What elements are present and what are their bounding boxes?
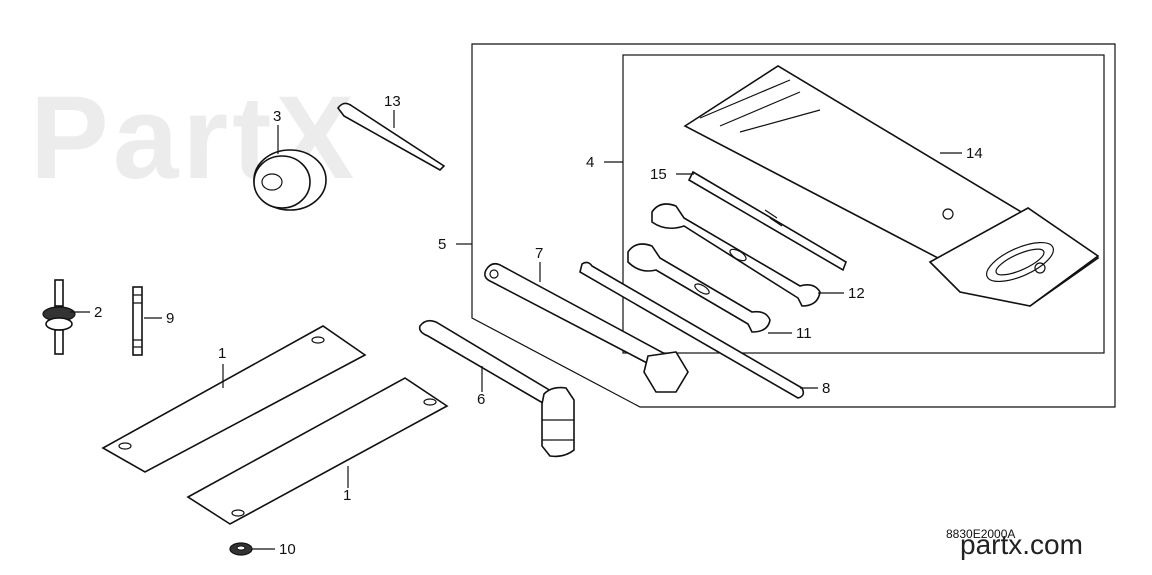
box-spanner — [484, 262, 689, 393]
tool-bag-outline — [622, 54, 1105, 354]
tool-bag — [683, 65, 1100, 307]
callout-1-lower: 1 — [343, 487, 351, 504]
callout-14: 14 — [966, 145, 983, 162]
callout-1-upper: 1 — [218, 345, 226, 362]
callout-13: 13 — [384, 93, 401, 110]
callout-7: 7 — [535, 245, 543, 262]
callout-3: 3 — [273, 108, 281, 125]
plug-wrench — [418, 319, 575, 458]
brand-logo: partx.com — [960, 529, 1083, 560]
washer — [229, 542, 253, 556]
callout-5: 5 — [438, 236, 446, 253]
drawing-code: 8830E2000A — [946, 527, 1015, 541]
callout-10: 10 — [279, 541, 296, 558]
screwdriver — [687, 170, 847, 272]
callout-11: 11 — [796, 325, 812, 342]
callout-6: 6 — [477, 391, 485, 408]
wrench-small — [627, 243, 771, 333]
rubber-mount-stud — [42, 279, 76, 355]
callout-15: 15 — [650, 166, 667, 183]
stud-bolt — [132, 286, 143, 356]
callout-8: 8 — [822, 380, 830, 397]
plate-lower — [186, 377, 449, 525]
callout-4: 4 — [586, 154, 594, 171]
callout-12: 12 — [848, 285, 865, 302]
grommet — [253, 149, 327, 211]
wrench-large — [651, 203, 821, 307]
plate-upper — [101, 325, 367, 473]
tool-kit-outline — [471, 43, 1116, 408]
pin — [336, 102, 446, 171]
callout-2: 2 — [94, 304, 102, 321]
callout-9: 9 — [166, 310, 174, 327]
leader-lines — [70, 110, 962, 550]
